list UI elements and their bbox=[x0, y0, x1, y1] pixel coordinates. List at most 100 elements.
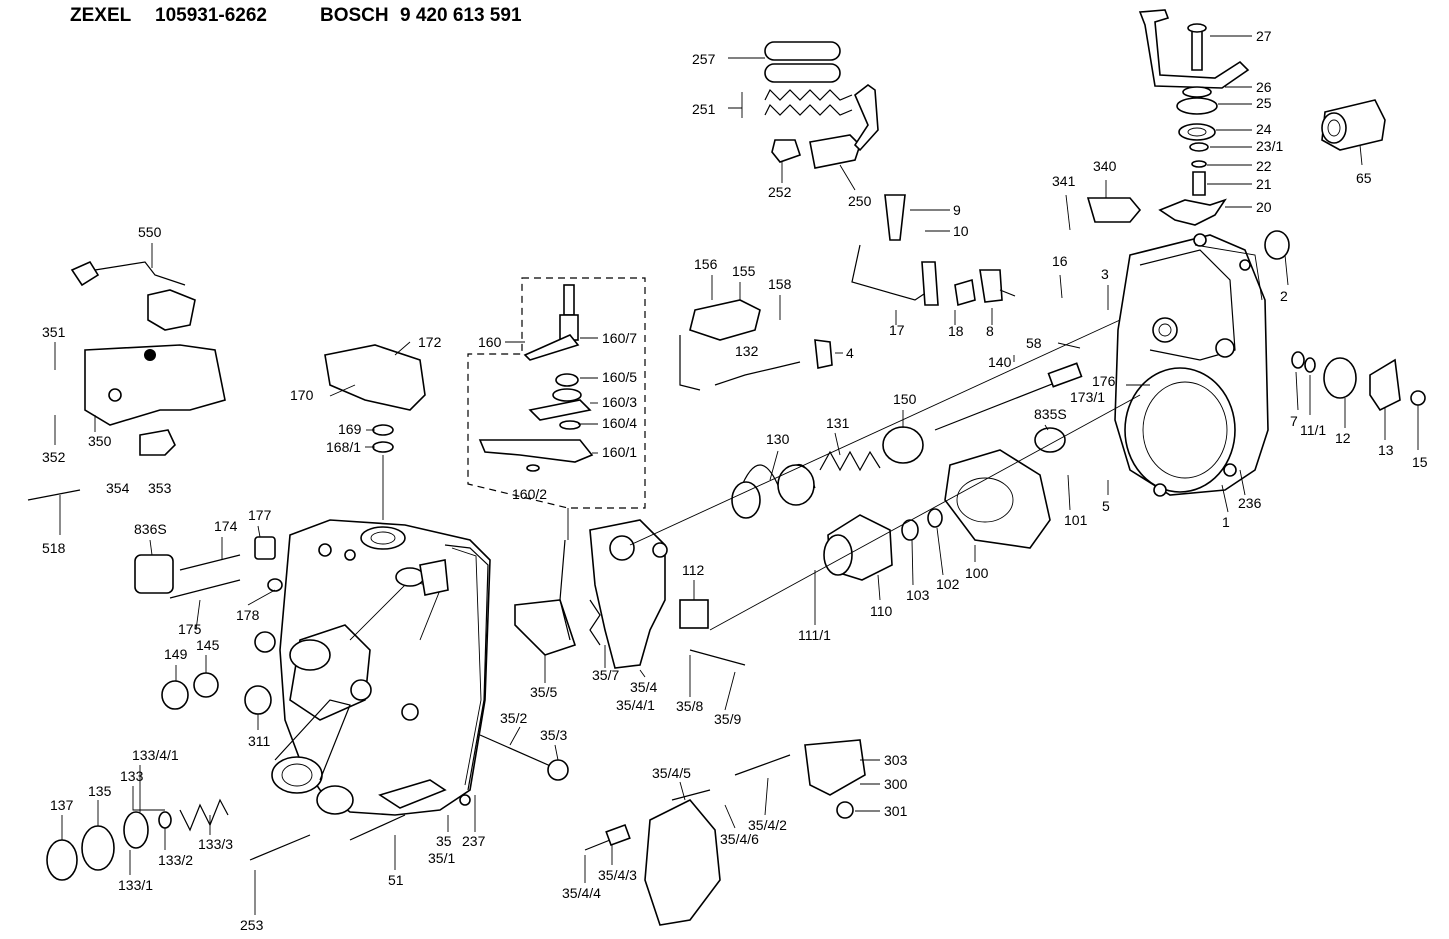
callout-label: 35/7 bbox=[592, 667, 619, 683]
callout-label: 175 bbox=[178, 621, 202, 637]
block-112 bbox=[679, 599, 709, 629]
callout-label: 133 bbox=[120, 768, 144, 784]
callout-label: 351 bbox=[42, 324, 66, 340]
callout-label: 4 bbox=[846, 345, 854, 361]
callout-label: 35/4/3 bbox=[598, 867, 637, 883]
callout-label: 133/4/1 bbox=[132, 747, 179, 763]
callout-label: 24 bbox=[1256, 121, 1272, 137]
callout-label: 518 bbox=[42, 540, 66, 556]
callout-label: 22 bbox=[1256, 158, 1272, 174]
callout-label: 11/1 bbox=[1300, 422, 1326, 438]
bracket-350 bbox=[84, 344, 226, 426]
washer-103 bbox=[901, 519, 919, 541]
callout-label: 140 bbox=[988, 354, 1012, 370]
callout-label: 8 bbox=[986, 323, 994, 339]
callout-label: 836S bbox=[134, 521, 167, 537]
header-brand-bosch: BOSCH bbox=[320, 5, 389, 26]
callout-label: 177 bbox=[248, 507, 272, 523]
callout-label: 25 bbox=[1256, 95, 1272, 111]
callout-label: 5 bbox=[1102, 498, 1110, 514]
callout-label: 149 bbox=[164, 646, 188, 662]
pump-housing bbox=[271, 519, 491, 816]
callout-label: 35 bbox=[436, 833, 452, 849]
part-65-sleeve bbox=[1321, 99, 1386, 151]
callout-label: 58 bbox=[1026, 335, 1042, 351]
callout-label: 252 bbox=[768, 184, 792, 200]
callout-label: 65 bbox=[1356, 170, 1372, 186]
bracket-170 bbox=[324, 344, 426, 411]
bolt-518 bbox=[27, 489, 81, 501]
callout-label: 27 bbox=[1256, 28, 1272, 44]
callout-label: 160/3 bbox=[602, 394, 637, 410]
callout-label: 20 bbox=[1256, 199, 1272, 215]
callout-label: 237 bbox=[462, 833, 486, 849]
callout-label: 100 bbox=[965, 565, 989, 581]
callout-label: 311 bbox=[248, 733, 271, 749]
shaft-35-2 bbox=[479, 734, 556, 769]
callout-label: 160/1 bbox=[602, 444, 637, 460]
shaft-140-collar bbox=[1047, 362, 1083, 388]
callout-label: 133/3 bbox=[198, 836, 233, 852]
callout-label: 16 bbox=[1052, 253, 1068, 269]
clamp-353 bbox=[139, 429, 176, 456]
callout-label: 341 bbox=[1052, 173, 1076, 189]
callout-label: 350 bbox=[88, 433, 112, 449]
callout-label: 12 bbox=[1335, 430, 1351, 446]
governor-group-160 bbox=[478, 284, 594, 472]
callout-label: 160/5 bbox=[602, 369, 637, 385]
callout-label: 178 bbox=[236, 607, 260, 623]
clip-4 bbox=[814, 339, 833, 369]
lever-17 bbox=[851, 194, 939, 306]
callout-label: 35/9 bbox=[714, 711, 741, 727]
washer-102 bbox=[927, 508, 943, 528]
callout-label: 135 bbox=[88, 783, 112, 799]
callout-label: 133/2 bbox=[158, 852, 193, 868]
callout-label: 253 bbox=[240, 917, 264, 933]
parts-100-110 bbox=[823, 449, 1051, 581]
header: ZEXEL 105931-6262 BOSCH 9 420 613 591 bbox=[70, 5, 522, 26]
callout-label: 160/2 bbox=[512, 486, 547, 502]
callout-label: 26 bbox=[1256, 79, 1272, 95]
callout-label: 112 bbox=[682, 562, 705, 578]
parts-35-4-series bbox=[584, 739, 866, 926]
callout-label: 7 bbox=[1290, 413, 1298, 429]
callout-label: 303 bbox=[884, 752, 908, 768]
callout-label: 137 bbox=[50, 797, 74, 813]
left-small-parts bbox=[134, 536, 283, 715]
bolt-51 bbox=[349, 814, 406, 841]
callout-label: 35/8 bbox=[676, 698, 703, 714]
header-zexel-number: 105931-6262 bbox=[155, 5, 267, 26]
callout-label: 35/4 bbox=[630, 679, 657, 695]
callout-label: 168/1 bbox=[326, 439, 361, 455]
callout-label: 9 bbox=[953, 202, 961, 218]
callout-label: 550 bbox=[138, 224, 162, 240]
callout-label: 35/4/1 bbox=[616, 697, 655, 713]
springs-130-131 bbox=[731, 426, 924, 519]
callout-label: 103 bbox=[906, 587, 930, 603]
callout-label: 156 bbox=[694, 256, 718, 272]
callout-label: 18 bbox=[948, 323, 964, 339]
callout-label: 155 bbox=[732, 263, 756, 279]
bracket-340 bbox=[1086, 197, 1142, 223]
callout-label: 130 bbox=[766, 431, 790, 447]
leader-lines bbox=[54, 35, 1419, 915]
callout-label: 354 bbox=[106, 480, 130, 496]
callout-label: 169 bbox=[338, 421, 362, 437]
valve-group-133 bbox=[46, 798, 229, 881]
callout-label: 174 bbox=[214, 518, 238, 534]
callout-label: 111/1 bbox=[798, 627, 831, 643]
callout-label: 101 bbox=[1064, 512, 1088, 528]
callout-label: 35/4/5 bbox=[652, 765, 691, 781]
callout-label: 353 bbox=[148, 480, 172, 496]
bolt-253 bbox=[249, 834, 311, 861]
header-brand-zexel: ZEXEL bbox=[70, 5, 132, 26]
callout-label: 131 bbox=[826, 415, 850, 431]
callout-label: 1 bbox=[1222, 514, 1230, 530]
callout-label: 150 bbox=[893, 391, 917, 407]
callout-label: 160/4 bbox=[602, 415, 637, 431]
callout-label: 300 bbox=[884, 776, 908, 792]
callout-label: 2 bbox=[1280, 288, 1288, 304]
callout-label: 158 bbox=[768, 276, 792, 292]
axis-line-mid bbox=[709, 394, 1141, 631]
